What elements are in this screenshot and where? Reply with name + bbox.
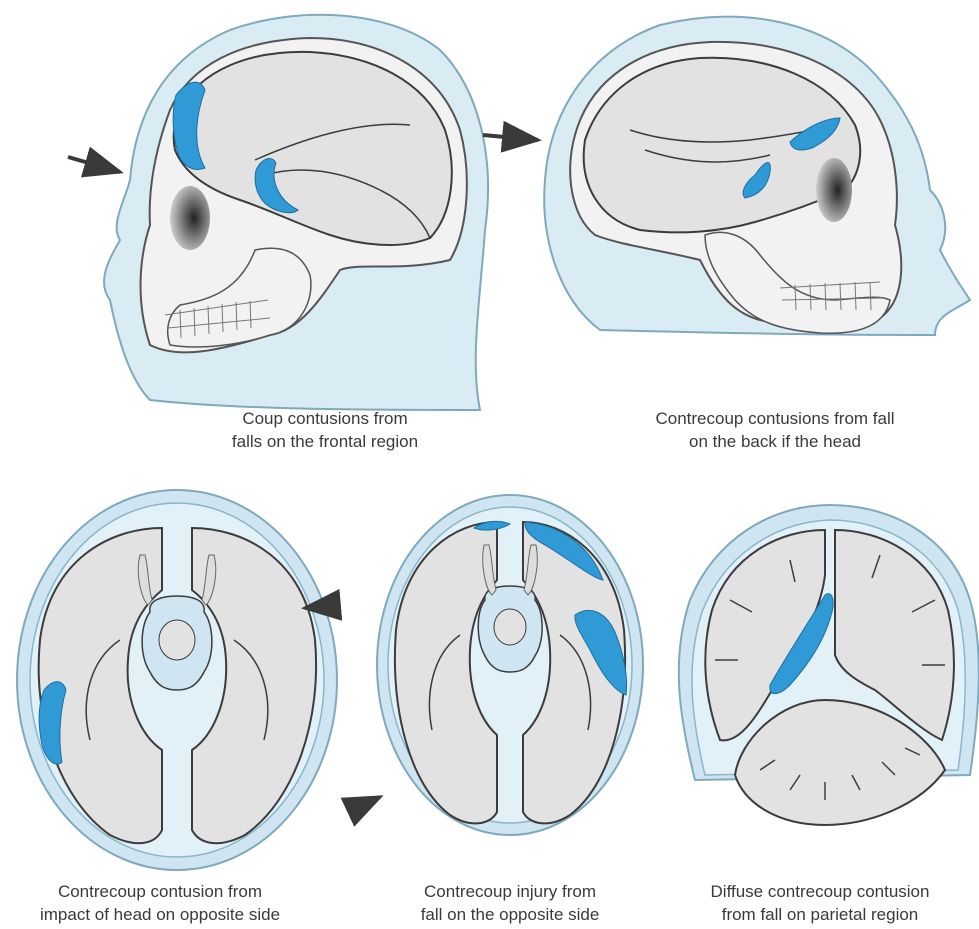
coronal-section-parietal: [679, 505, 979, 825]
impact-arrow-4: [348, 797, 380, 812]
caption-line: Diffuse contrecoup contusion: [670, 880, 970, 903]
caption-contrecoup-back: Contrecoup contusions from fall on the b…: [610, 407, 940, 453]
caption-line: falls on the frontal region: [190, 430, 460, 453]
caption-line: Contrecoup contusion from: [0, 880, 320, 903]
impact-arrow-2: [483, 135, 538, 140]
caption-line: Coup contusions from: [190, 407, 460, 430]
caption-line: Contrecoup injury from: [370, 880, 650, 903]
head-profile-left: [104, 15, 488, 410]
caption-contrecoup-opposite-fall: Contrecoup injury from fall on the oppos…: [370, 880, 650, 926]
caption-coup-frontal: Coup contusions from falls on the fronta…: [190, 407, 460, 453]
caption-line: from fall on parietal region: [670, 903, 970, 926]
caption-line: impact of head on opposite side: [0, 903, 320, 926]
head-profile-right: [544, 17, 970, 335]
caption-diffuse-parietal: Diffuse contrecoup contusion from fall o…: [670, 880, 970, 926]
caption-line: Contrecoup contusions from fall: [610, 407, 940, 430]
axial-section-opposite-fall: [377, 495, 643, 835]
caption-contrecoup-side-impact: Contrecoup contusion from impact of head…: [0, 880, 320, 926]
impact-arrow-1: [68, 157, 120, 172]
caption-line: on the back if the head: [610, 430, 940, 453]
axial-section-side-impact: [17, 490, 337, 870]
caption-line: fall on the opposite side: [370, 903, 650, 926]
